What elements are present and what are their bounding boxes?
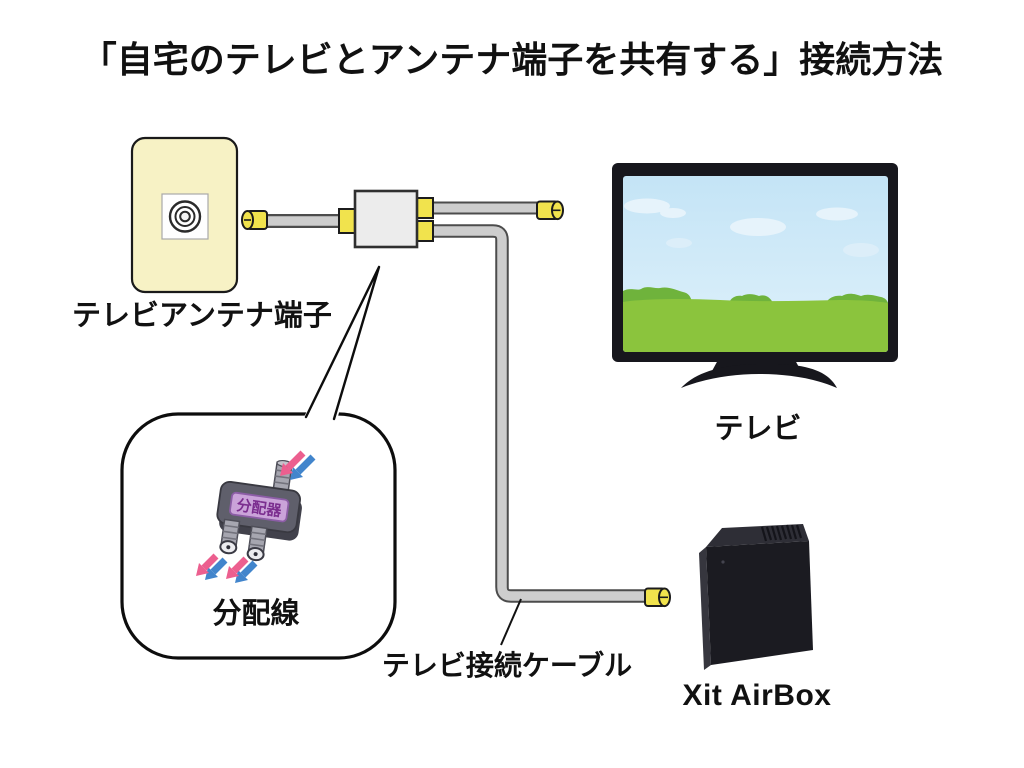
coax-jack-icon xyxy=(168,200,202,233)
coax-cable-splitter-to-airbox xyxy=(430,224,648,603)
tv-cable-label: テレビ接続ケーブル xyxy=(381,650,633,681)
signal-out-arrow-right-icon xyxy=(226,556,258,583)
signal-out-arrow-left-icon xyxy=(196,553,228,580)
coax-plug-to-tv xyxy=(536,200,564,221)
vent-grille-icon xyxy=(760,524,803,542)
splitter-device-label: 分配器 xyxy=(236,497,284,520)
tv-label: テレビ xyxy=(714,413,802,445)
antenna-terminal-label: テレビアンテナ端子 xyxy=(72,300,332,332)
clouds xyxy=(624,198,879,257)
airbox-illustration xyxy=(699,524,813,670)
page-title: 「自宅のテレビとアンテナ端子を共有する」接続方法 xyxy=(80,39,944,80)
splitter-device-illustration: 分配器 xyxy=(196,450,316,583)
coax-plug-at-wall xyxy=(241,210,268,230)
tv-screen xyxy=(623,176,888,352)
airbox-label: Xit AirBox xyxy=(682,679,832,712)
tv-illustration xyxy=(612,163,898,388)
antenna-wall-plate-illustration xyxy=(130,136,239,294)
splitter-bubble-label: 分配線 xyxy=(212,598,300,630)
cable-label-pointer-line xyxy=(500,598,522,646)
signal-in-arrow-icon xyxy=(280,450,316,480)
splitter-block-illustration xyxy=(338,189,434,249)
grass-field xyxy=(623,298,888,352)
coax-plug-to-airbox xyxy=(644,587,671,608)
